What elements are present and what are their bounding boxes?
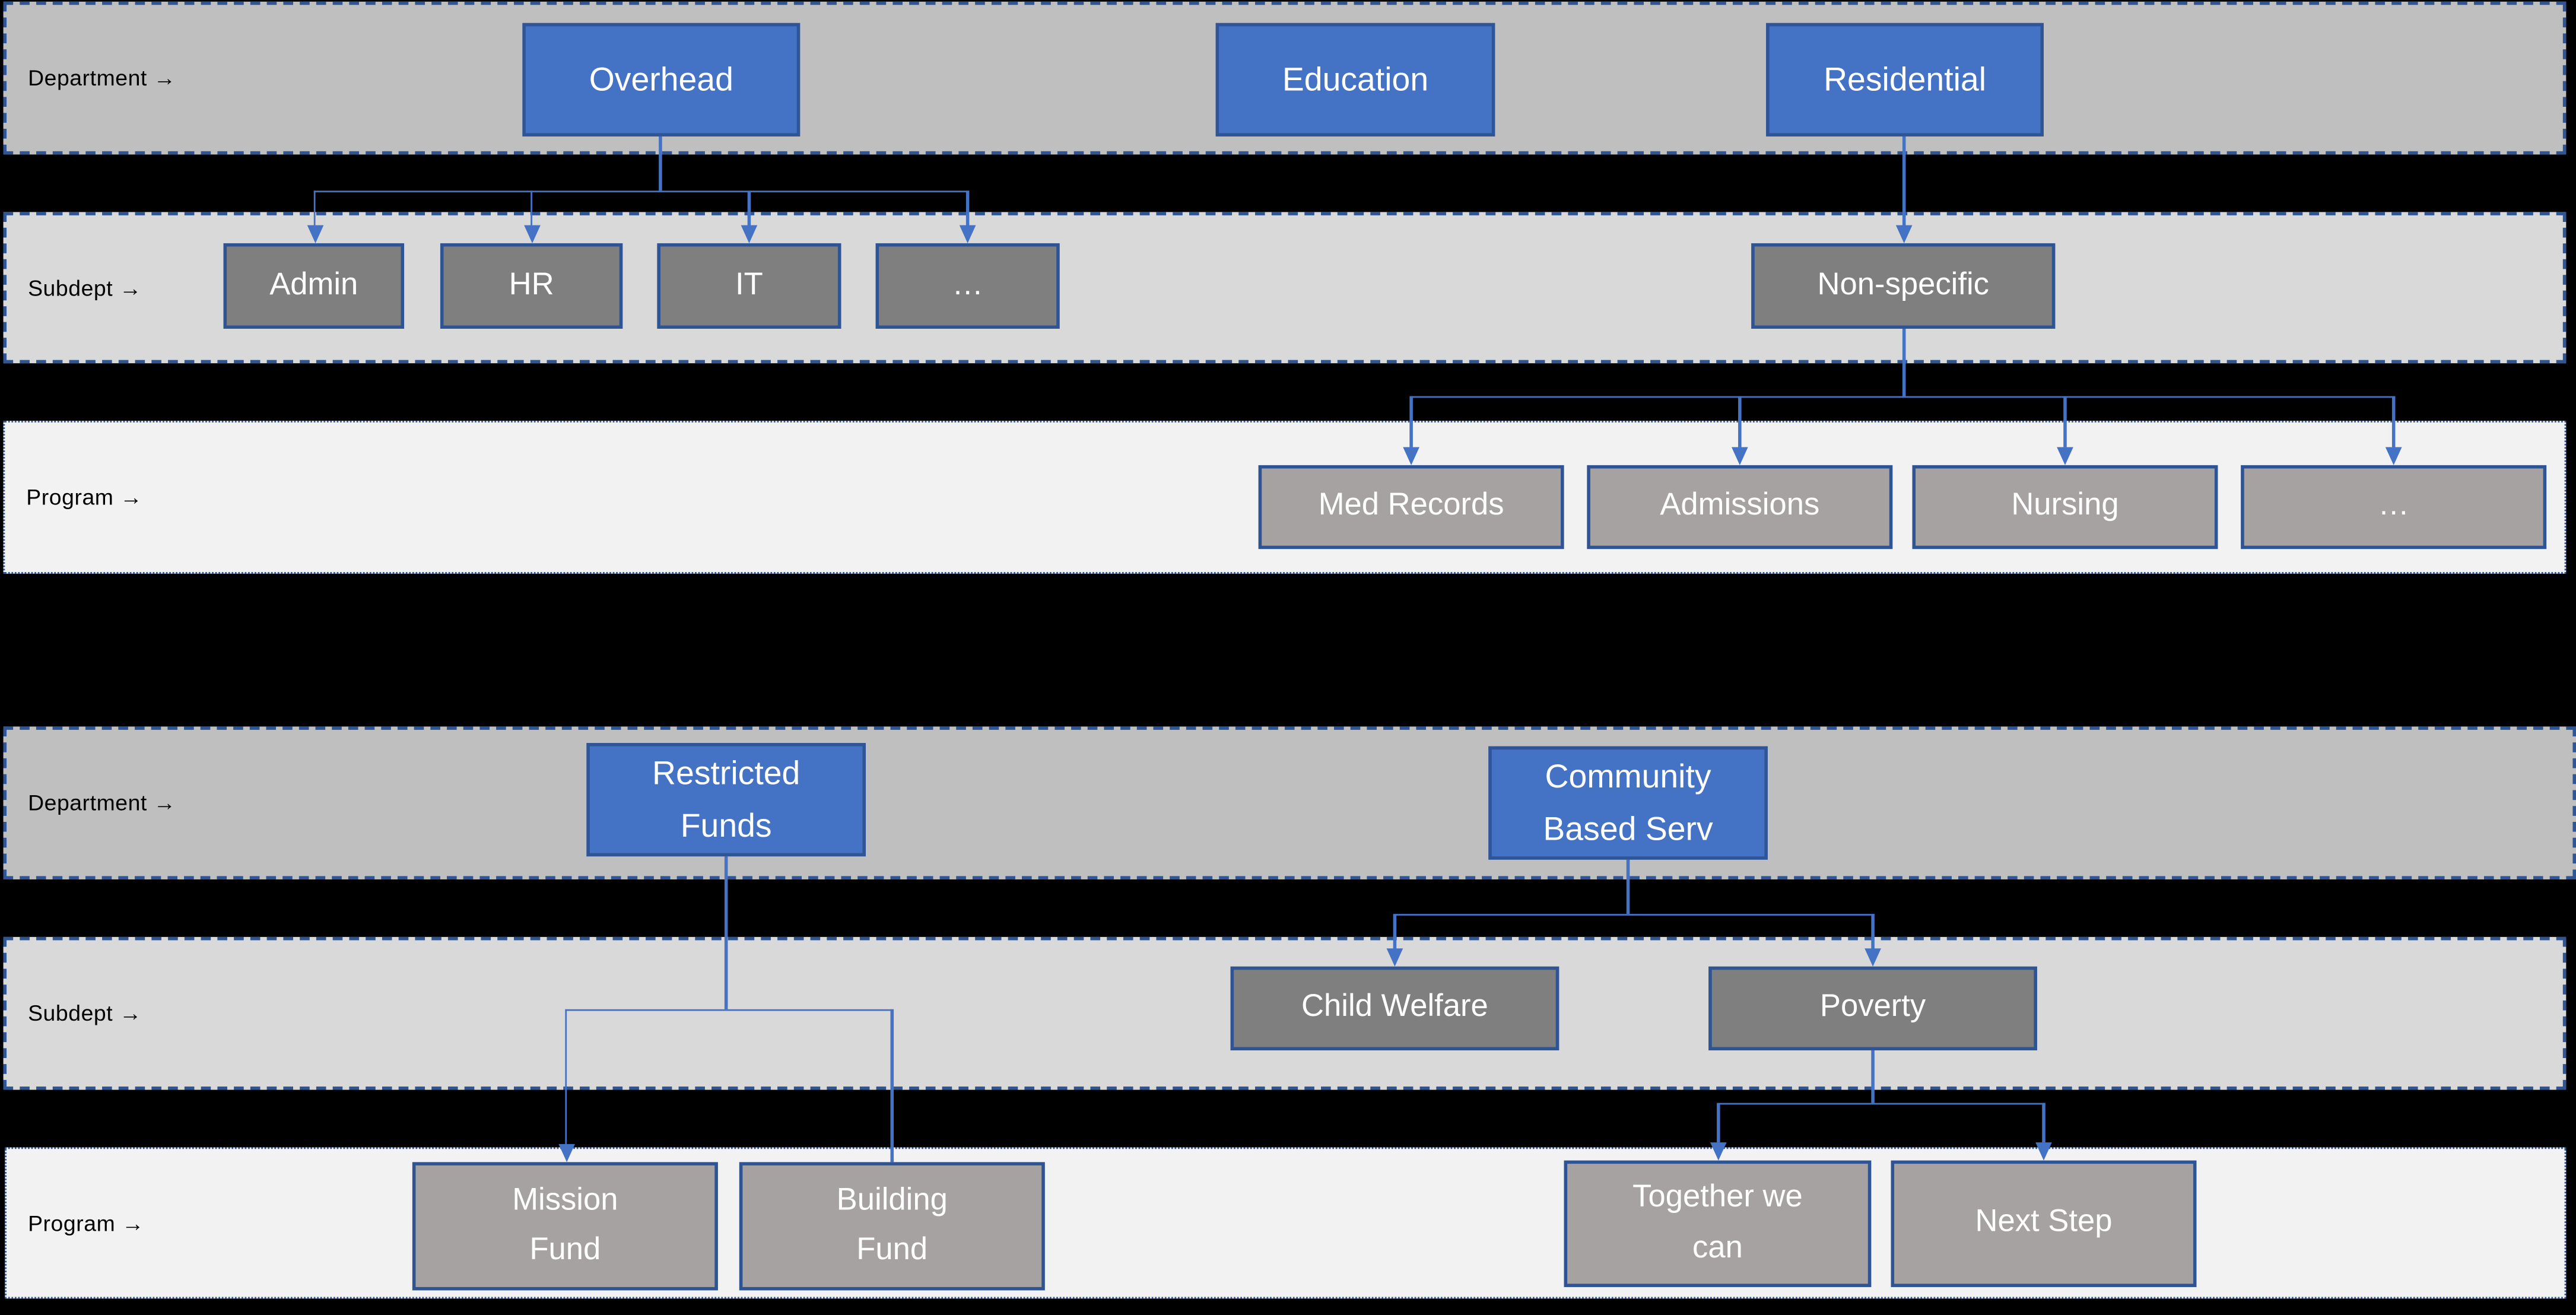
node-program-ellipsis[interactable]: …	[2241, 465, 2547, 549]
lane-label-program: Program →	[26, 485, 143, 510]
node-admissions[interactable]: Admissions	[1587, 465, 1893, 549]
arrowhead	[1403, 446, 1419, 465]
arrowhead	[741, 224, 758, 243]
node-label: Next Step	[1975, 1205, 2113, 1240]
arrowhead	[2385, 446, 2402, 465]
arrowhead	[306, 224, 323, 243]
node-label: Admissions	[1660, 488, 1820, 523]
arrowhead	[1895, 224, 1913, 243]
arrowhead	[1710, 1141, 1727, 1160]
node-label: Community Based Serv	[1543, 758, 1713, 847]
node-education[interactable]: Education	[1215, 23, 1495, 136]
node-label: Building Fund	[836, 1183, 948, 1268]
lane-label-program: Program →	[28, 1211, 145, 1235]
node-restricted-funds[interactable]: Restricted Funds	[586, 743, 866, 857]
node-together-we-can[interactable]: Together we can	[1564, 1160, 1872, 1287]
node-label: Restricted Funds	[652, 755, 801, 844]
node-mission-fund[interactable]: Mission Fund	[412, 1162, 718, 1291]
node-label: Non-specific	[1817, 267, 1989, 303]
node-poverty[interactable]: Poverty	[1708, 966, 2037, 1051]
node-label: Nursing	[2011, 488, 2119, 523]
node-admin[interactable]: Admin	[223, 243, 405, 329]
node-label: Child Welfare	[1301, 990, 1488, 1025]
band-department-bottom[interactable]: Department →	[3, 726, 2576, 879]
node-nursing[interactable]: Nursing	[1912, 465, 2218, 549]
node-label: Education	[1282, 61, 1429, 98]
arrowhead	[1731, 446, 1748, 465]
node-label: Together we can	[1632, 1180, 1803, 1265]
lane-label-department: Department →	[28, 790, 176, 815]
node-it[interactable]: IT	[657, 243, 841, 329]
node-non-specific[interactable]: Non-specific	[1751, 243, 2056, 329]
node-subdept-ellipsis[interactable]: …	[875, 243, 1060, 329]
node-building-fund[interactable]: Building Fund	[739, 1162, 1045, 1291]
node-label: Poverty	[1819, 990, 1926, 1025]
node-label: …	[952, 267, 983, 303]
node-label: Admin	[269, 267, 358, 303]
node-label: Residential	[1824, 61, 1987, 98]
node-label: …	[2378, 488, 2409, 523]
node-label: Overhead	[589, 61, 733, 98]
node-community-based-serv[interactable]: Community Based Serv	[1488, 746, 1768, 860]
lane-label-subdept: Subdept →	[28, 1000, 142, 1026]
arrowhead	[2035, 1141, 2052, 1160]
arrowhead	[523, 224, 540, 243]
node-med-records[interactable]: Med Records	[1258, 465, 1564, 549]
node-label: Mission Fund	[512, 1183, 618, 1268]
arrowhead	[1864, 947, 1881, 966]
node-child-welfare[interactable]: Child Welfare	[1230, 966, 1559, 1051]
arrowhead	[557, 1143, 574, 1162]
node-label: HR	[509, 267, 554, 303]
node-hr[interactable]: HR	[440, 243, 623, 329]
node-next-step[interactable]: Next Step	[1891, 1160, 2197, 1287]
arrowhead	[959, 224, 976, 243]
node-label: Med Records	[1318, 488, 1504, 523]
lane-label-department: Department →	[28, 65, 176, 91]
lane-label-subdept: Subdept →	[28, 275, 142, 300]
arrowhead	[1386, 947, 1403, 966]
arrowhead	[2057, 446, 2073, 465]
band-subdept-top[interactable]: Subdept →	[3, 212, 2567, 364]
node-overhead[interactable]: Overhead	[522, 23, 801, 136]
node-label: IT	[735, 267, 763, 303]
node-residential[interactable]: Residential	[1766, 23, 2044, 136]
